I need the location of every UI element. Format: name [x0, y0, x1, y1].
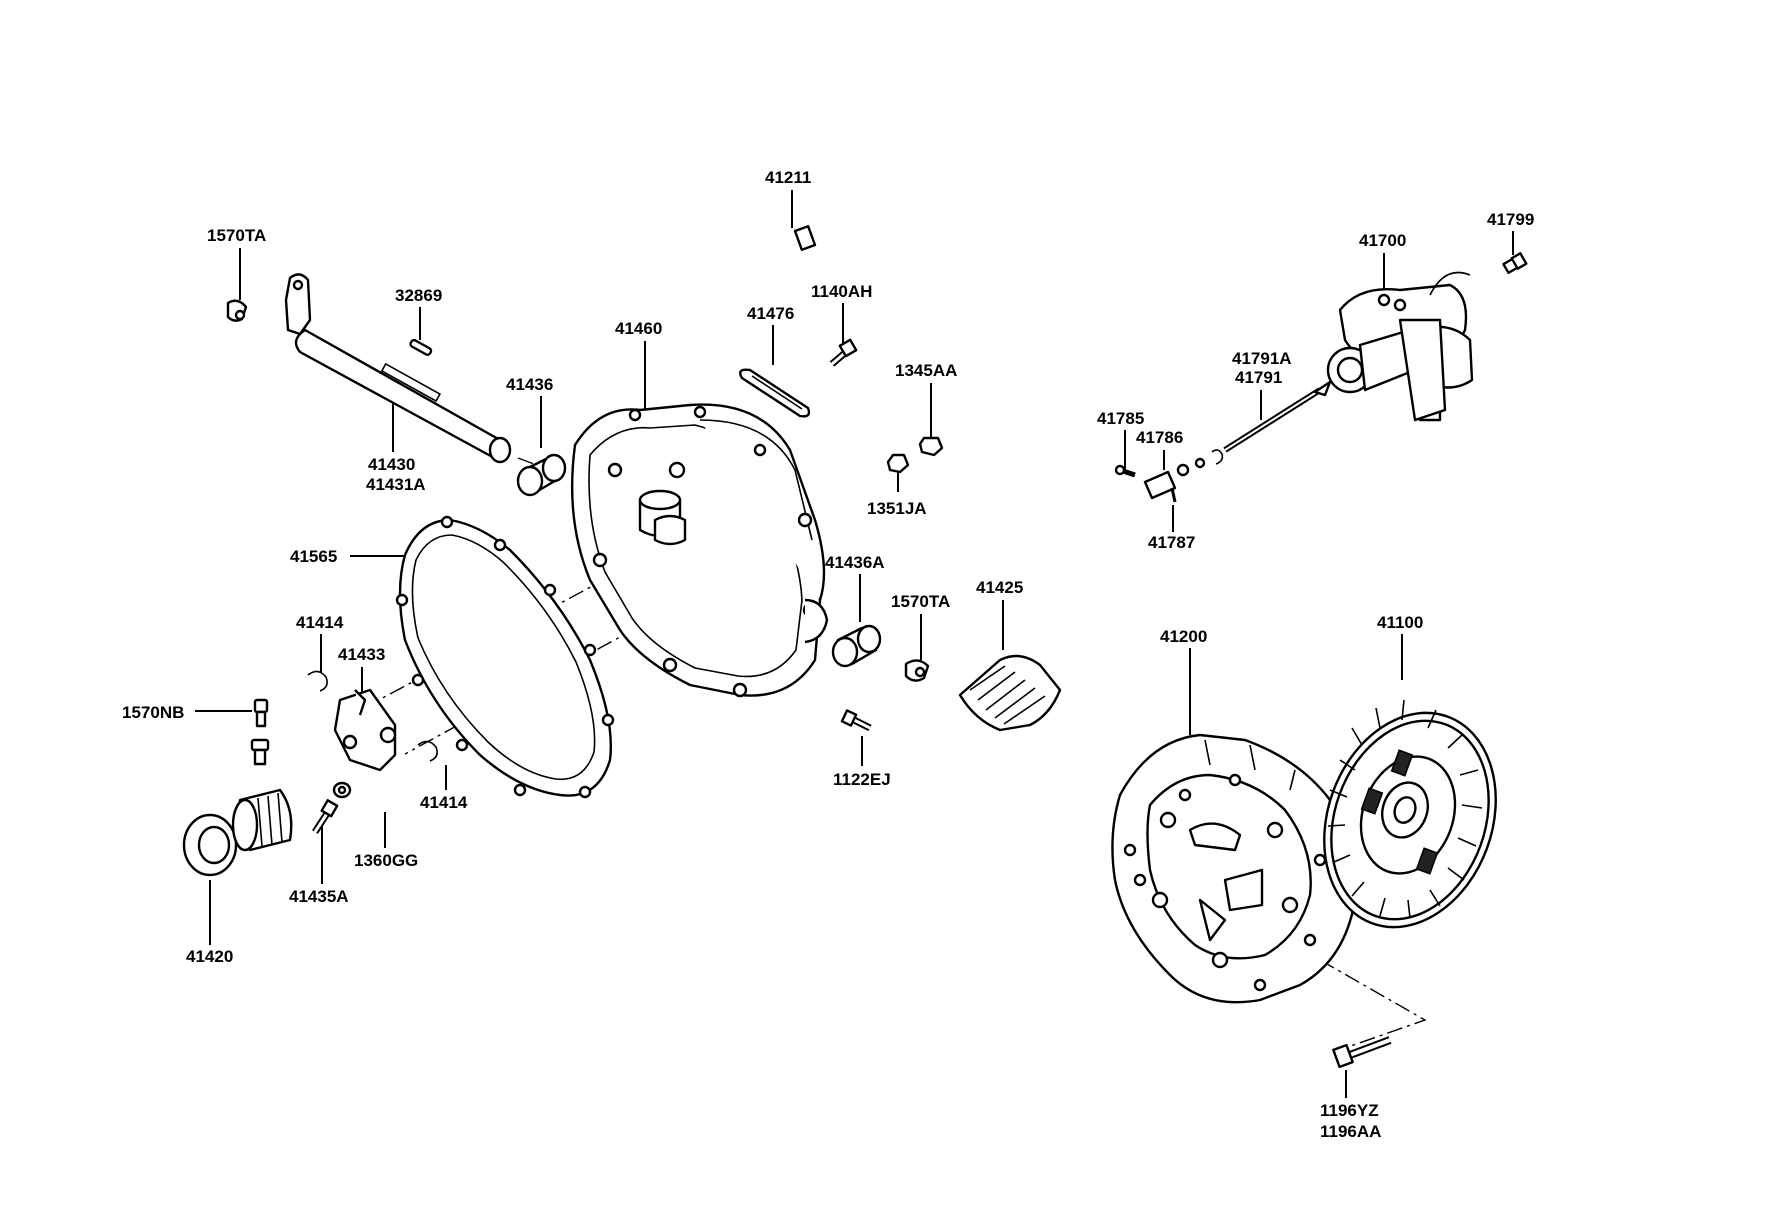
label-41700[interactable]: 41700: [1359, 231, 1406, 250]
grease-nipple-1570TA-mid[interactable]: [904, 659, 930, 682]
label-41433[interactable]: 41433: [338, 645, 385, 664]
clutch-housing-41460[interactable]: [570, 403, 829, 698]
bolt-1140AH[interactable]: [829, 338, 858, 367]
clevis-41786[interactable]: [1143, 449, 1224, 500]
clip-41414-lower[interactable]: [417, 740, 438, 762]
leader-lines: [195, 190, 1514, 1098]
label-41211[interactable]: 41211: [765, 168, 811, 187]
label-41425[interactable]: 41425: [976, 578, 1023, 597]
clip-41414-upper[interactable]: [307, 670, 328, 692]
label-41791A[interactable]: 41791A: [1232, 349, 1292, 368]
bolt-1122EJ[interactable]: [840, 709, 872, 732]
bushing-41436[interactable]: [516, 453, 567, 497]
bolt-1196YZ[interactable]: [1332, 1036, 1392, 1069]
label-1196YZ[interactable]: 1196YZ: [1320, 1101, 1379, 1120]
label-1570TA-top[interactable]: 1570TA: [207, 226, 266, 245]
boot-41425[interactable]: [958, 654, 1062, 732]
clutch-booster-41700[interactable]: [1326, 271, 1474, 422]
label-41787[interactable]: 41787: [1148, 533, 1195, 552]
label-41460[interactable]: 41460: [615, 319, 662, 338]
label-1570TA-mid[interactable]: 1570TA: [891, 592, 950, 611]
label-41420[interactable]: 41420: [186, 947, 233, 966]
bushing-41436A[interactable]: [831, 624, 882, 668]
pin-41785[interactable]: [1114, 464, 1136, 478]
clutch-disc-41100[interactable]: [1295, 689, 1524, 952]
gasket-41565[interactable]: [395, 515, 615, 799]
bolt-41211[interactable]: [751, 225, 817, 262]
nut-1351JA[interactable]: [886, 453, 910, 474]
label-1351JA[interactable]: 1351JA: [867, 499, 927, 518]
part-labels: 41211 1570TA 32869 41476 1140AH 41460 13…: [122, 168, 1534, 1141]
cotter-pin-41787[interactable]: [1170, 487, 1177, 503]
label-41430[interactable]: 41430: [368, 455, 415, 474]
label-41785[interactable]: 41785: [1097, 409, 1144, 428]
label-41565[interactable]: 41565: [290, 547, 337, 566]
label-1122EJ[interactable]: 1122EJ: [833, 770, 891, 789]
label-41435A[interactable]: 41435A: [289, 887, 349, 906]
cover-plate-41476[interactable]: [739, 368, 811, 418]
release-shaft-41430[interactable]: [284, 273, 512, 464]
label-41436A[interactable]: 41436A: [825, 553, 885, 572]
grease-nipple-1570TA-top[interactable]: [226, 299, 248, 322]
label-32869[interactable]: 32869: [395, 286, 442, 305]
label-1196AA[interactable]: 1196AA: [1320, 1122, 1381, 1141]
label-41431A[interactable]: 41431A: [366, 475, 426, 494]
label-1570NB[interactable]: 1570NB: [122, 703, 184, 722]
washer-1360GG[interactable]: [332, 781, 352, 799]
label-41791[interactable]: 41791: [1235, 368, 1282, 387]
label-41436[interactable]: 41436: [506, 375, 553, 394]
nut-1345AA[interactable]: [918, 436, 944, 457]
fitting-1570NB[interactable]: [250, 698, 270, 766]
push-rod-41791[interactable]: [1223, 380, 1332, 453]
label-1140AH[interactable]: 1140AH: [811, 282, 872, 301]
label-41786[interactable]: 41786: [1136, 428, 1183, 447]
release-fork-41433[interactable]: [333, 688, 397, 772]
label-41200[interactable]: 41200: [1160, 627, 1207, 646]
label-41799[interactable]: 41799: [1487, 210, 1534, 229]
label-41414-upper[interactable]: 41414: [296, 613, 344, 632]
fitting-41799[interactable]: [1502, 252, 1528, 275]
label-1345AA[interactable]: 1345AA: [895, 361, 957, 380]
label-41100[interactable]: 41100: [1377, 613, 1423, 632]
bolt-41435A[interactable]: [312, 799, 339, 834]
label-41476[interactable]: 41476: [747, 304, 794, 323]
pressure-plate-41200[interactable]: [1111, 733, 1357, 1004]
label-1360GG[interactable]: 1360GG: [354, 851, 418, 870]
label-41414-lower[interactable]: 41414: [420, 793, 468, 812]
key-32869[interactable]: [409, 338, 433, 356]
release-bearing-41420[interactable]: [182, 788, 293, 877]
